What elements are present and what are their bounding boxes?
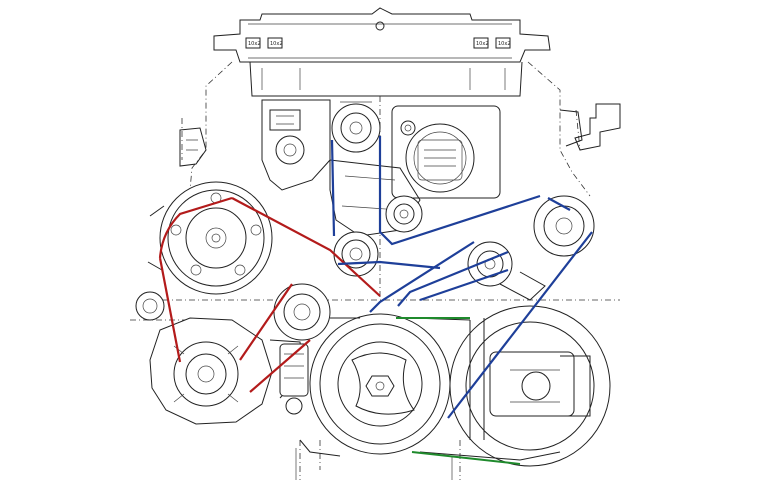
bracket-bolt-4: 10x2: [495, 37, 511, 49]
blue-serpentine-belt: [330, 136, 593, 419]
alternator: [149, 317, 305, 425]
power-steering-pulley: [331, 101, 381, 153]
bracket-bolt-2: 10x2: [267, 37, 283, 49]
bracket-bolt-1: 10x2: [245, 37, 261, 49]
svg-text:10x2: 10x2: [476, 41, 489, 47]
blue-belt-path: [330, 136, 593, 419]
svg-text:10x2: 10x2: [248, 41, 261, 47]
svg-text:10x2: 10x2: [498, 41, 511, 47]
engine-outline: 10x2 10x2 10x2 10x2: [130, 7, 621, 480]
green-lower-belt: [396, 317, 521, 465]
crankshaft-damper-pulley: [309, 313, 451, 455]
lower-right-idler: [533, 195, 595, 257]
water-pump-pulley: [333, 231, 379, 277]
svg-text:10x2: 10x2: [270, 41, 283, 47]
throttle-body: [391, 105, 501, 199]
red-belt-path: [158, 196, 381, 393]
bracket-bolt-3: 10x2: [473, 37, 489, 49]
red-belt-idler-pulley: [273, 283, 331, 341]
ac-compressor-pulley: [147, 181, 273, 295]
upper-idler-pulley: [385, 195, 423, 233]
green-belt-path: [396, 317, 521, 465]
red-accessory-belt: [158, 196, 381, 393]
lower-right-pulley: [449, 305, 611, 467]
